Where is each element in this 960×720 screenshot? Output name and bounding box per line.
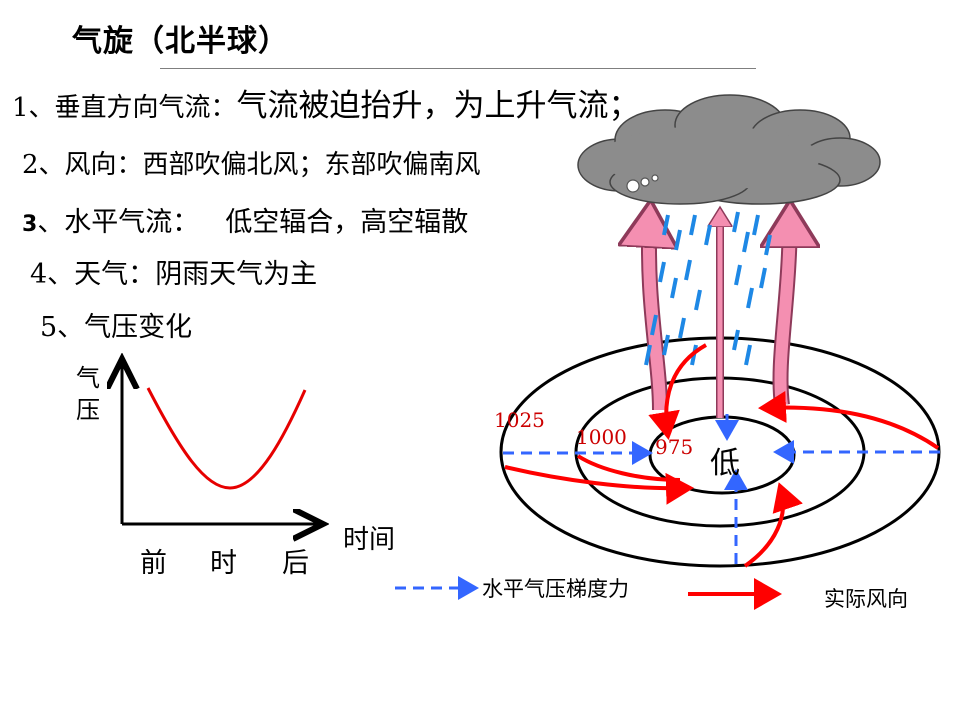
item-value: 西部吹偏北风；东部吹偏南风 xyxy=(142,150,481,180)
item-label: 、水平气流： xyxy=(37,207,200,238)
low-pressure-label: 低 xyxy=(710,446,740,481)
item-label: 2、风向： xyxy=(22,150,143,180)
graph-x-label: 时间 xyxy=(343,525,395,555)
graph-y-label-2: 压 xyxy=(76,396,100,424)
legend-gradient-force-label: 水平气压梯度力 xyxy=(482,577,629,601)
pressure-curve xyxy=(146,387,307,490)
isobar-label-975: 975 xyxy=(655,435,693,459)
item-label: 5、气压变化 xyxy=(40,312,193,343)
isobar-label-1000: 1000 xyxy=(576,425,627,449)
graph-tick-after: 后 xyxy=(282,548,309,579)
item-vertical-airflow: 1、垂直方向气流：气流被迫抬升，为上升气流； xyxy=(12,80,640,125)
rain-streaks xyxy=(644,211,772,366)
gradient-force-arrows xyxy=(503,414,940,564)
rain-cloud xyxy=(577,94,881,205)
cloud-bubbles xyxy=(626,174,659,193)
graph-tick-during: 时 xyxy=(210,548,237,579)
legend-actual-wind-label: 实际风向 xyxy=(824,587,908,611)
isobar-label-1025: 1025 xyxy=(494,408,545,432)
item-value: 阴雨天气为主 xyxy=(155,259,318,290)
item-label: 4、天气： xyxy=(30,259,156,290)
actual-wind-arrows xyxy=(504,343,940,568)
title-underline xyxy=(160,68,756,69)
item-value: 气流被迫抬升，为上升气流； xyxy=(236,88,640,124)
page-title: 气旋（北半球） xyxy=(72,24,289,59)
item-pressure-change: 5、气压变化 xyxy=(40,305,192,344)
item-horizontal-airflow: 3、水平气流： 低空辐合，高空辐散 xyxy=(22,200,468,239)
item-number: 3 xyxy=(22,212,38,237)
item-value: 低空辐合，高空辐散 xyxy=(225,207,469,238)
graph-y-label-1: 气 xyxy=(76,364,100,392)
item-wind-direction: 2、风向：西部吹偏北风；东部吹偏南风 xyxy=(22,144,481,181)
graph-tick-before: 前 xyxy=(140,548,167,579)
item-label: 1、垂直方向气流： xyxy=(12,93,237,123)
item-weather: 4、天气：阴雨天气为主 xyxy=(30,252,317,291)
